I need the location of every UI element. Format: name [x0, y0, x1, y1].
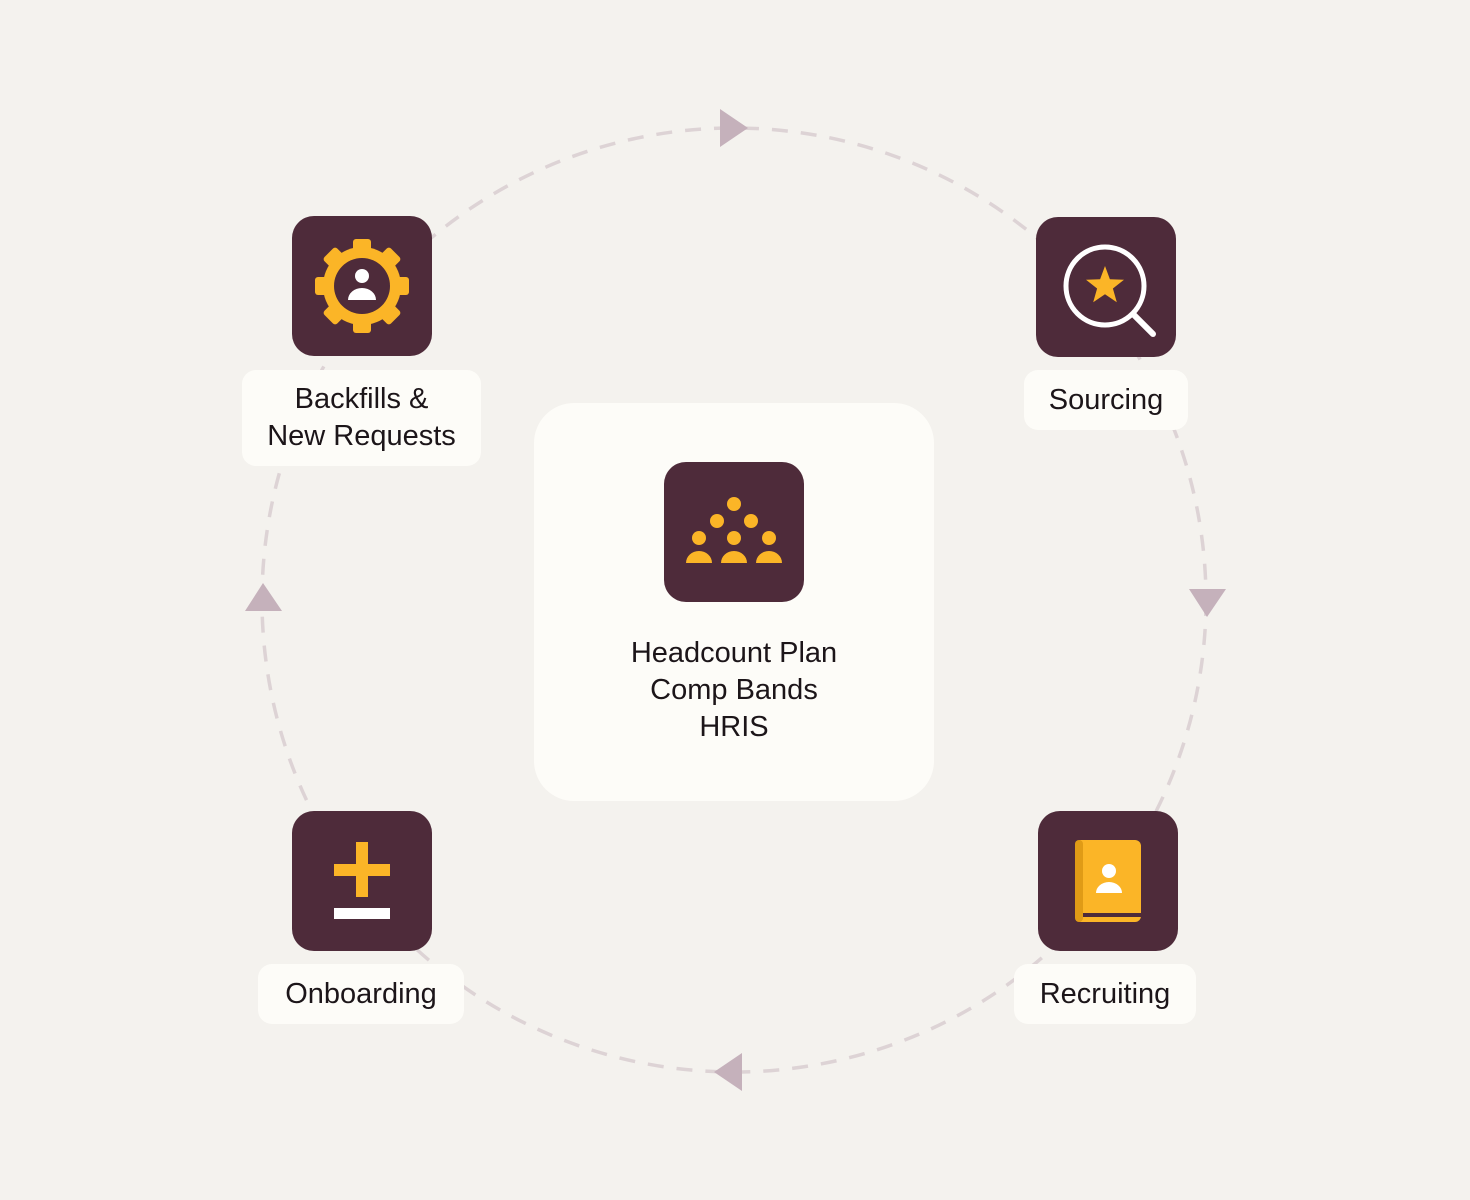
people-group-icon: [664, 462, 804, 602]
plus-minus-icon: [292, 811, 432, 951]
backfills-label-line-1: Backfills &: [294, 383, 429, 415]
center-line-headcount-plan: Headcount Plan: [630, 637, 838, 669]
arrow-up-left-icon: [245, 583, 282, 611]
recruiting-label-text: Recruiting: [1039, 977, 1171, 1010]
recruiting-label: Recruiting: [1014, 964, 1196, 1024]
backfills-label-line-2: New Requests: [267, 420, 456, 452]
gear-person-icon: [292, 216, 432, 356]
center-line-hris: HRIS: [699, 711, 769, 743]
sourcing-label: Sourcing: [1024, 370, 1188, 430]
arrow-right-top-icon: [720, 109, 748, 147]
backfills-label: Backfills & New Requests: [242, 370, 481, 466]
arrow-down-right-icon: [1189, 589, 1226, 617]
onboarding-label: Onboarding: [258, 964, 464, 1024]
center-card: Headcount Plan Comp Bands HRIS: [534, 403, 934, 801]
onboarding-label-text: Onboarding: [285, 977, 437, 1010]
center-line-comp-bands: Comp Bands: [650, 674, 818, 706]
sourcing-label-text: Sourcing: [1048, 383, 1164, 416]
center-text: Headcount Plan Comp Bands HRIS: [534, 635, 934, 746]
magnifier-star-icon: [1036, 217, 1176, 357]
contact-book-icon: [1038, 811, 1178, 951]
arrow-left-bottom-icon: [714, 1053, 742, 1091]
